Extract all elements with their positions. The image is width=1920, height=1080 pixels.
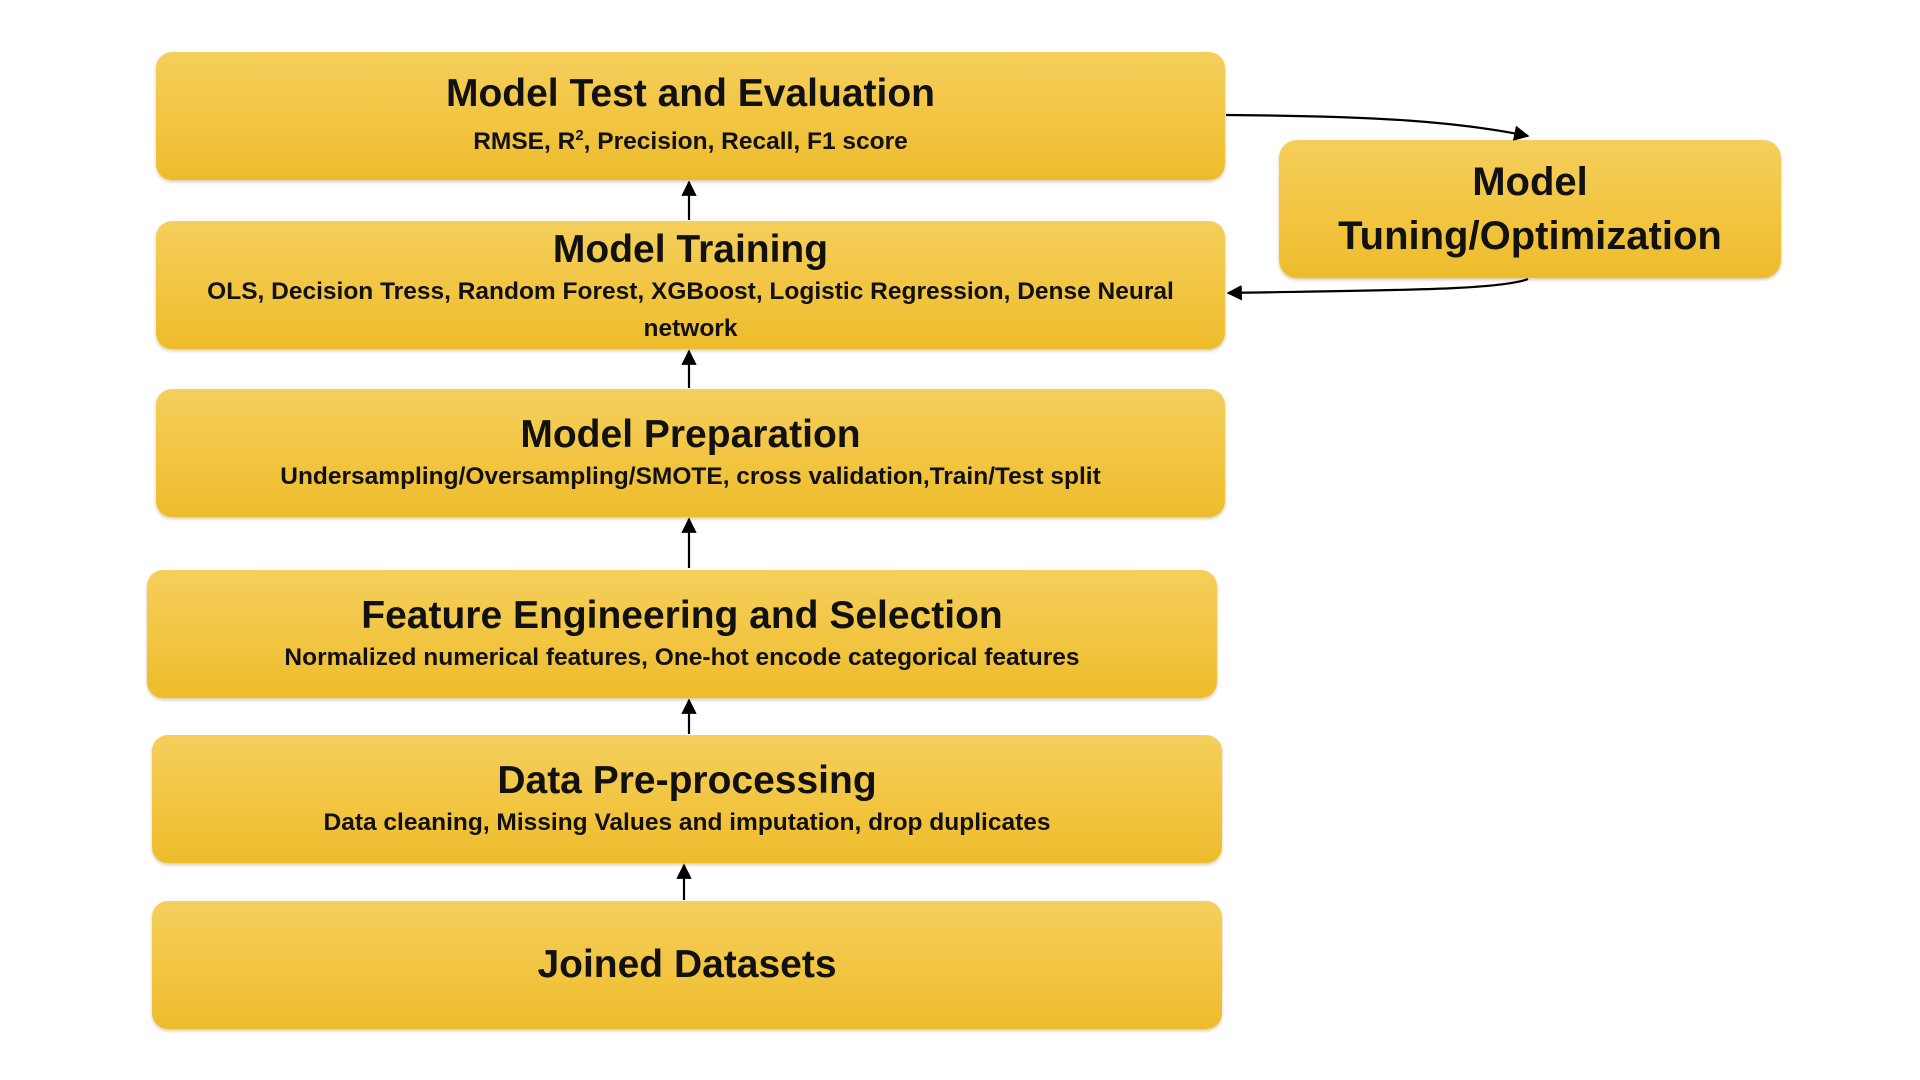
step-subtitle-post: , Precision, Recall, F1 score	[583, 128, 908, 156]
step-model-test-evaluation: Model Test and Evaluation RMSE, R2, Prec…	[156, 52, 1225, 180]
step-title: Feature Engineering and Selection	[361, 593, 1003, 637]
arrow-tuning-to-training	[1226, 277, 1529, 301]
step-joined-datasets: Joined Datasets	[152, 901, 1222, 1029]
step-data-preprocessing: Data Pre-processing Data cleaning, Missi…	[152, 735, 1222, 863]
step-feature-engineering: Feature Engineering and Selection Normal…	[147, 570, 1217, 698]
step-title: Model Training	[552, 228, 829, 271]
step-title: Model Preparation	[520, 412, 861, 456]
arrow-evaluation-to-tuning	[1225, 113, 1530, 141]
step-title: Joined Datasets	[537, 943, 837, 986]
step-model-tuning: Model Tuning/Optimization	[1279, 140, 1781, 278]
step-subtitle: RMSE, R2, Precision, Recall, F1 score	[455, 117, 926, 160]
tuning-line-1: Model	[1472, 160, 1588, 204]
step-title: Data Pre-processing	[497, 758, 877, 802]
superscript-two: 2	[575, 127, 584, 145]
tuning-line-2: Tuning/Optimization	[1338, 214, 1722, 258]
step-model-training: Model Training OLS, Decision Tress, Rand…	[156, 221, 1225, 349]
step-subtitle: OLS, Decision Tress, Random Forest, XGBo…	[207, 278, 1174, 342]
step-model-preparation: Model Preparation Undersampling/Oversamp…	[156, 389, 1225, 517]
step-subtitle: Normalized numerical features, One-hot e…	[284, 643, 1080, 671]
step-subtitle-pre: RMSE, R	[473, 128, 576, 156]
step-title: Model Test and Evaluation	[445, 72, 935, 116]
step-subtitle: Data cleaning, Missing Values and imputa…	[323, 808, 1051, 836]
step-subtitle: Undersampling/Oversampling/SMOTE, cross …	[280, 462, 1101, 490]
